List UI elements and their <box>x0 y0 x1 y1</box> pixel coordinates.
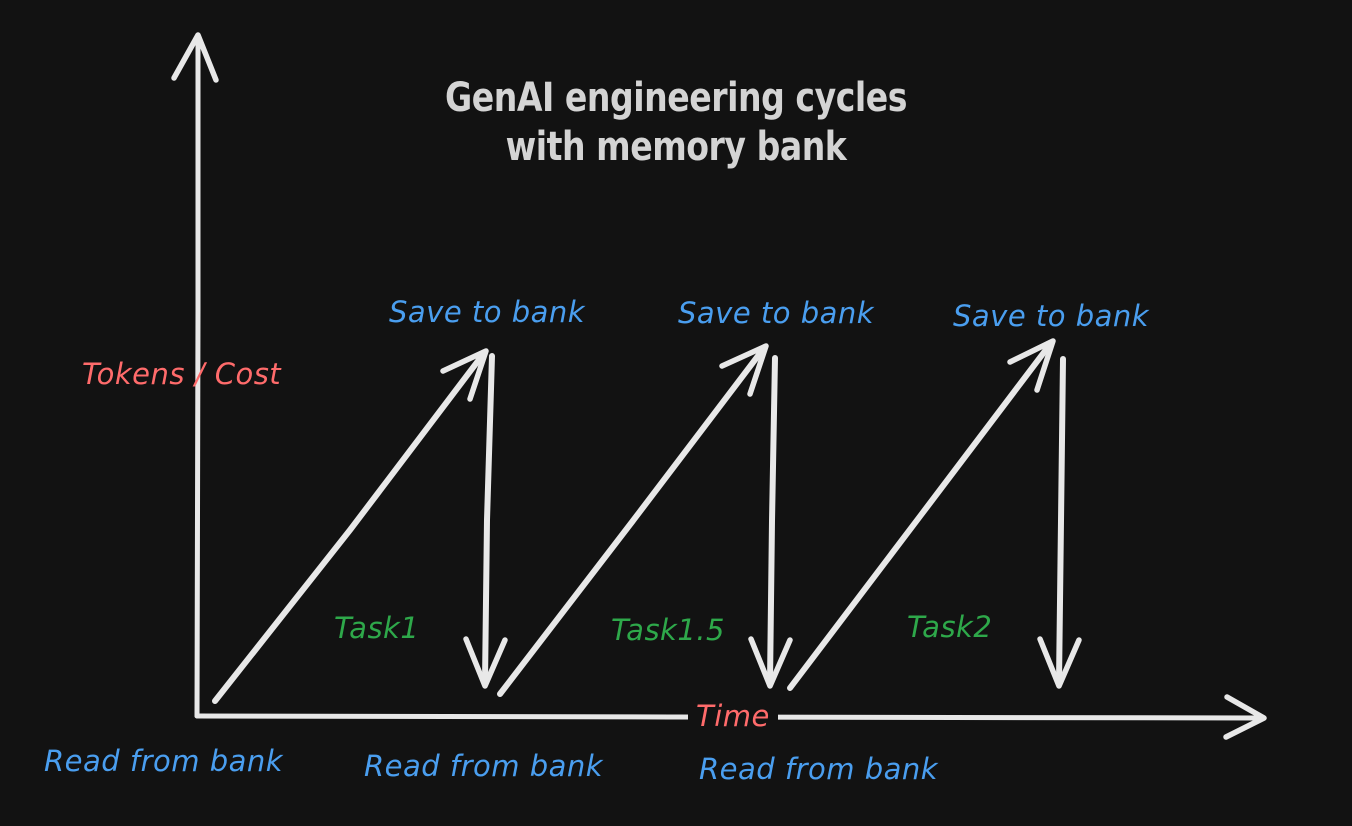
read-from-bank-label-2: Read from bank <box>364 749 604 783</box>
diagram-title: GenAI engineering cycles with memory ban… <box>54 74 1298 172</box>
cycle-1-reset-down-arrow <box>463 353 508 689</box>
title-line-1: GenAI engineering cycles <box>444 75 907 121</box>
save-to-bank-label-1: Save to bank <box>389 295 586 329</box>
task-label-1: Task1 <box>334 611 420 645</box>
read-from-bank-label-3: Read from bank <box>699 752 939 786</box>
cycle-3-ramp-up-arrow <box>787 338 1056 691</box>
save-to-bank-label-3: Save to bank <box>953 299 1150 333</box>
task-label-2: Task1.5 <box>611 613 725 647</box>
x-axis-label: Time <box>688 699 778 733</box>
read-from-bank-label-1: Read from bank <box>44 744 284 778</box>
save-to-bank-label-2: Save to bank <box>678 296 875 330</box>
cycle-2-ramp-up-arrow <box>497 343 769 697</box>
cycle-3-reset-down-arrow <box>1037 356 1082 689</box>
task-label-3: Task2 <box>907 610 993 644</box>
title-line-2: with memory bank <box>505 123 847 170</box>
cycle-1-ramp-up-arrow <box>212 348 489 704</box>
y-axis-label: Tokens / Cost <box>82 357 282 391</box>
cycle-2-reset-down-arrow <box>748 355 793 689</box>
y-axis <box>171 32 219 719</box>
x-axis <box>194 694 1267 740</box>
